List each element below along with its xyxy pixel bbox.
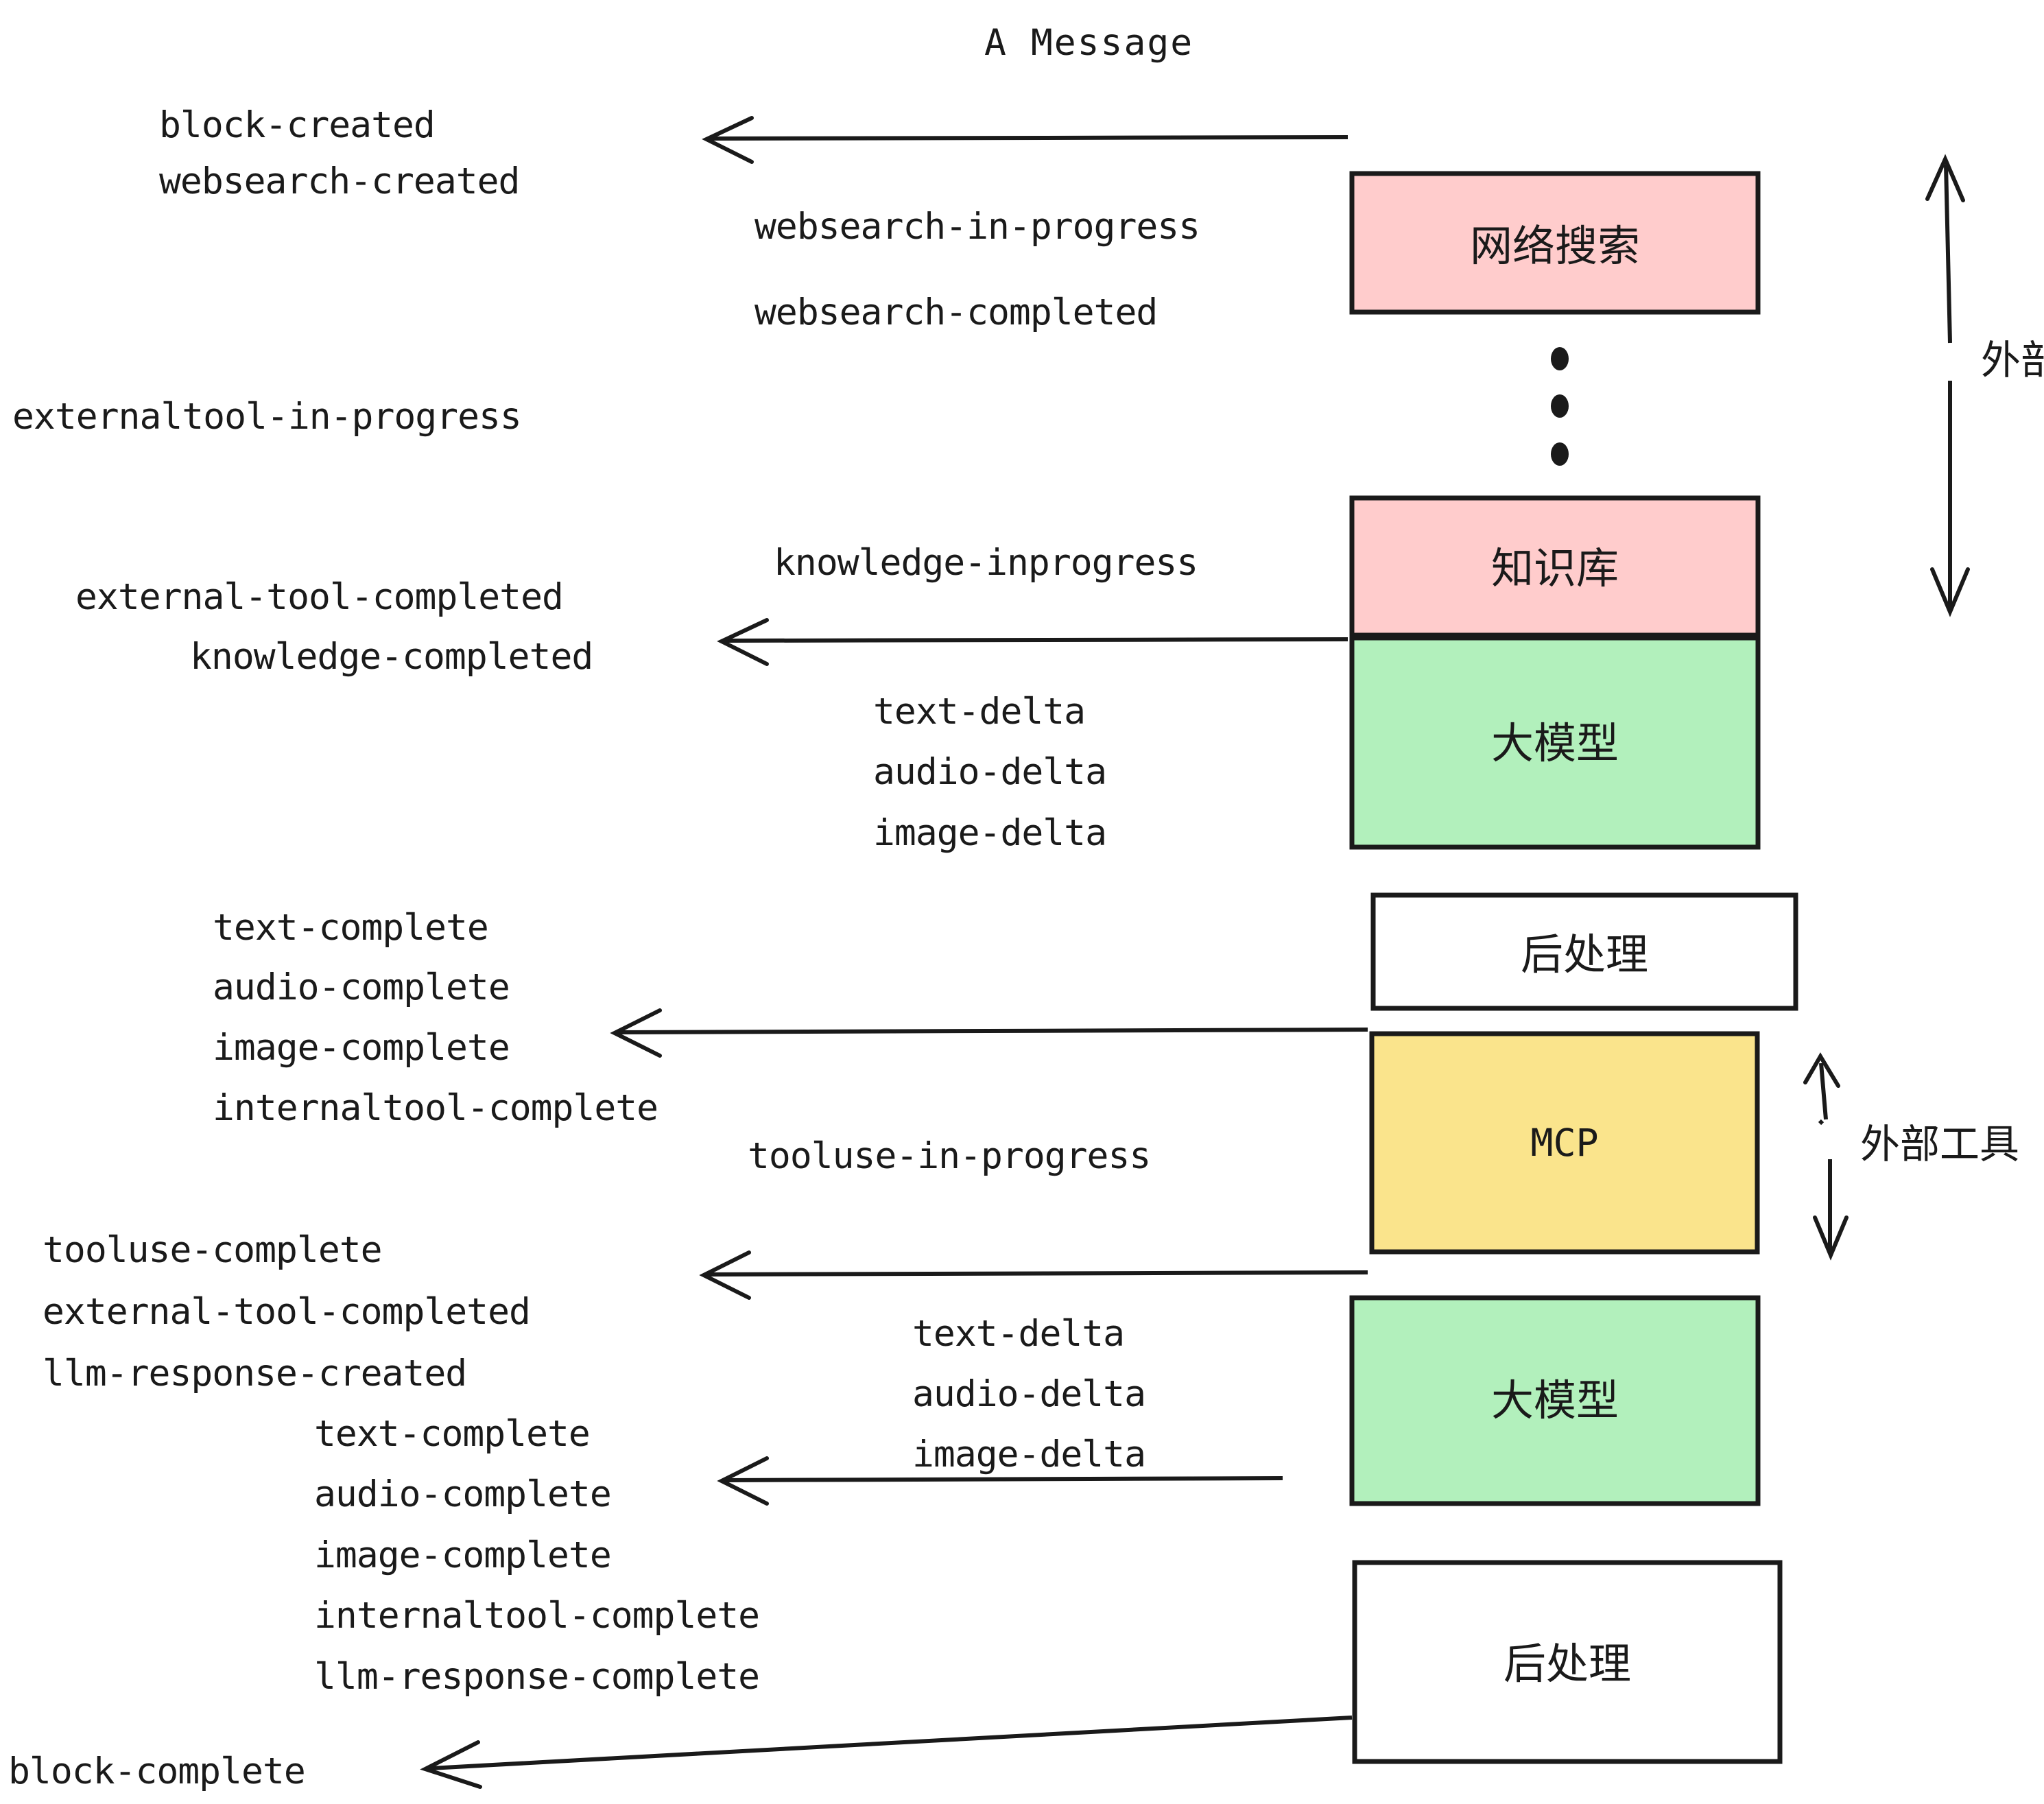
node-label-websearch: 网络搜索	[1470, 221, 1640, 271]
event-label-llm-response-created: llm-response-created	[43, 1353, 466, 1394]
event-label-image-complete-2: image-complete	[314, 1534, 611, 1576]
node-label-postprocess-1: 后处理	[1521, 929, 1648, 980]
event-label-websearch-completed: websearch-completed	[754, 292, 1157, 333]
arrow-websearch-to-block-created	[702, 116, 1348, 164]
bracket-external-tools-top	[1925, 154, 1970, 617]
node-box-websearch[interactable]	[1349, 171, 1761, 315]
vertical-ellipsis	[1551, 347, 1569, 466]
node-label-llm-2: 大模型	[1491, 1375, 1619, 1425]
event-label-tooluse-in-progress: tooluse-in-progress	[748, 1135, 1150, 1177]
event-label-block-created: block-created	[159, 104, 435, 146]
event-label-websearch-in-progress: websearch-in-progress	[754, 206, 1200, 248]
event-label-audio-complete-2: audio-complete	[314, 1473, 611, 1515]
arrow-mcp-to-tooluse-complete	[699, 1250, 1368, 1300]
event-label-external-tool-completed-1: external-tool-completed	[75, 576, 563, 618]
event-label-websearch-created: websearch-created	[159, 161, 519, 202]
arrow-knowledge-to-knowledge-completed	[717, 618, 1348, 666]
event-label-knowledge-inprogress: knowledge-inprogress	[774, 542, 1198, 584]
event-label-text-delta-2: text-delta	[912, 1313, 1124, 1355]
node-box-postprocess-1[interactable]	[1370, 892, 1798, 1011]
event-label-knowledge-completed: knowledge-completed	[190, 636, 593, 678]
node-box-mcp[interactable]	[1369, 1031, 1760, 1255]
page-title: A Message	[984, 22, 1193, 64]
arrow-postprocess2-to-block-complete	[420, 1716, 1353, 1789]
node-box-llm-1[interactable]	[1349, 635, 1761, 850]
event-label-text-complete-2: text-complete	[314, 1413, 590, 1455]
bracket-external-tools-bottom	[1803, 1052, 1849, 1261]
event-label-block-complete: block-complete	[8, 1750, 305, 1792]
bracket-label-external-tools-top: 外部工具	[1981, 337, 2044, 383]
event-label-text-delta-1: text-delta	[873, 691, 1085, 733]
node-label-mcp: MCP	[1530, 1121, 1598, 1165]
event-label-text-complete-1: text-complete	[213, 907, 488, 949]
node-label-llm-1: 大模型	[1491, 718, 1619, 768]
node-box-postprocess-2[interactable]	[1352, 1560, 1783, 1764]
event-label-externaltool-in-progress: externaltool-in-progress	[12, 396, 521, 438]
bracket-label-external-tools-bottom: 外部工具	[1860, 1121, 2019, 1167]
event-label-image-delta-1: image-delta	[873, 812, 1106, 854]
event-label-image-complete-1: image-complete	[213, 1027, 510, 1069]
node-label-knowledge: 知识库	[1491, 543, 1619, 593]
event-label-llm-response-complete: llm-response-complete	[314, 1656, 759, 1698]
node-label-postprocess-2: 后处理	[1504, 1639, 1631, 1689]
event-label-internaltool-complete-2: internaltool-complete	[314, 1595, 759, 1637]
event-label-audio-delta-2: audio-delta	[912, 1373, 1145, 1415]
event-label-audio-delta-1: audio-delta	[873, 751, 1106, 793]
arrow-llm2-to-audio-complete	[717, 1456, 1283, 1506]
event-label-image-delta-2: image-delta	[912, 1434, 1145, 1475]
node-box-knowledge[interactable]	[1349, 495, 1761, 638]
node-box-llm-2[interactable]	[1349, 1295, 1761, 1506]
event-label-internaltool-complete-1: internaltool-complete	[213, 1087, 658, 1129]
event-label-tooluse-complete: tooluse-complete	[43, 1229, 382, 1271]
arrow-mcp-to-image-complete	[610, 1008, 1368, 1058]
event-label-audio-complete-1: audio-complete	[213, 966, 510, 1008]
event-label-external-tool-completed-2: external-tool-completed	[43, 1291, 530, 1333]
